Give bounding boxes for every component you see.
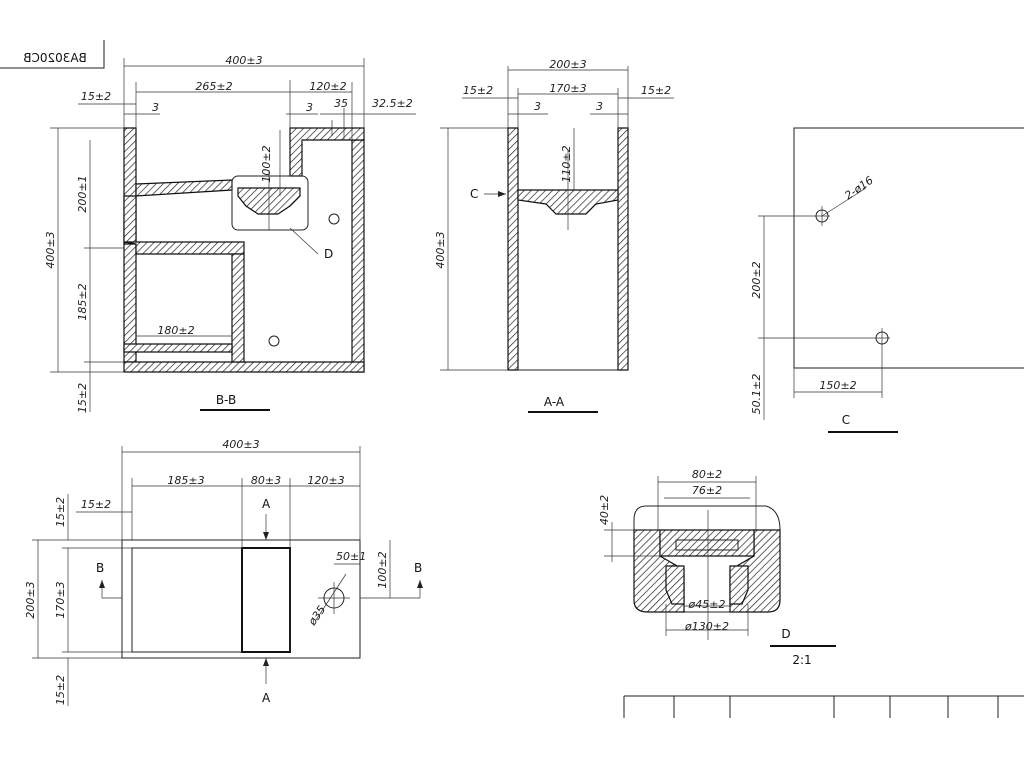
plan-dim-drain-y: 100±2 xyxy=(376,551,389,588)
d-title: D xyxy=(781,627,790,641)
bb-shelf-join xyxy=(123,195,137,245)
plan-marker-b-right: B xyxy=(414,561,422,575)
d-dim-height: 40±2 xyxy=(598,495,611,525)
bb-dim-right: 120±2 xyxy=(309,80,346,93)
d-tube-left xyxy=(665,565,685,605)
section-bb: D 400±3 265±2 120±2 15±2 3 3 35 32.5±2 1… xyxy=(44,54,416,413)
bb-detail-d-frame xyxy=(231,175,309,231)
c-title: C xyxy=(842,413,850,427)
aa-dim-height: 400±3 xyxy=(434,231,447,268)
section-aa: 200±3 170±3 15±2 15±2 3 3 110±2 400±3 C … xyxy=(434,58,674,413)
plan-view: ø35 50±1 100±2 400±3 185±3 80±3 120±3 15… xyxy=(24,438,423,706)
d-insert xyxy=(675,539,739,551)
aa-dim-width: 200±3 xyxy=(549,58,586,71)
bb-hole-lower xyxy=(268,335,280,347)
aa-dim-left: 15±2 xyxy=(463,84,493,97)
plan-dim-left-margin: 15±2 xyxy=(81,498,111,511)
d-basin-plate xyxy=(659,529,755,557)
aa-right-wall xyxy=(617,127,629,371)
stamp-text: BA3020CB xyxy=(23,51,87,65)
d-dim-inner: 76±2 xyxy=(692,484,722,497)
plan-dim-left: 185±3 xyxy=(167,474,204,487)
plan-dim-depth: 200±3 xyxy=(24,581,37,618)
detail-d: 80±2 76±2 40±2 ø45±2 ø130±2 D 2:1 xyxy=(598,468,836,667)
bb-dim-35: 35 xyxy=(334,97,348,110)
bb-left-wall xyxy=(123,127,137,363)
bb-dim-left: 265±2 xyxy=(195,80,232,93)
bb-dim-wall-right: 3 xyxy=(306,101,313,114)
plan-dim-drain-x: 50±1 xyxy=(336,550,366,563)
bb-dim-height: 400±3 xyxy=(44,231,57,268)
plan-dim-mid: 80±3 xyxy=(251,474,281,487)
bb-dim-width: 400±3 xyxy=(225,54,262,67)
view-c: 2-ø16 200±2 50.1±2 150±2 C xyxy=(750,127,1024,433)
stamp: BA3020CB xyxy=(0,40,105,69)
plan-dim-right: 120±3 xyxy=(307,474,344,487)
plan-marker-a-bottom: A xyxy=(262,691,271,705)
bb-dim-upper: 200±1 xyxy=(76,175,89,212)
aa-title: A-A xyxy=(544,395,565,409)
plan-dim-top-margin: 15±2 xyxy=(54,497,67,527)
plan-dim-width: 400±3 xyxy=(222,438,259,451)
bb-dim-shelf: 180±2 xyxy=(157,324,194,337)
aa-dim-wall-right: 3 xyxy=(596,100,603,113)
plan-outline xyxy=(121,539,361,659)
d-tube-right xyxy=(729,565,749,605)
d-dim-flange: ø130±2 xyxy=(684,620,729,633)
plan-marker-b-left: B xyxy=(96,561,104,575)
bb-callout-d: D xyxy=(324,247,333,261)
d-dim-outer: 80±2 xyxy=(692,468,722,481)
c-dim-holes: 2-ø16 xyxy=(842,174,875,203)
bb-lower-top xyxy=(123,241,245,255)
aa-dim-basin: 110±2 xyxy=(560,145,573,182)
d-dim-bore: ø45±2 xyxy=(688,598,726,611)
bb-dim-wall-left: 3 xyxy=(152,101,159,114)
bb-dim-basin: 100±2 xyxy=(260,145,273,182)
bb-hole-upper xyxy=(328,213,340,225)
bb-right-wall xyxy=(351,139,365,373)
d-scale: 2:1 xyxy=(792,653,811,667)
c-dim-bottom: 50.1±2 xyxy=(750,374,763,415)
bb-shelf-bottom xyxy=(123,343,233,353)
aa-left-wall xyxy=(507,127,519,371)
c-dim-spacing: 200±2 xyxy=(750,261,763,298)
bb-dim-bottom: 15±2 xyxy=(76,383,89,413)
aa-marker-c: C xyxy=(470,187,478,201)
bb-lower-right xyxy=(231,253,245,363)
bb-dim-lower: 185±2 xyxy=(76,283,89,320)
bb-upper-shelf xyxy=(135,179,233,197)
bb-dim-32-5: 32.5±2 xyxy=(372,97,413,110)
aa-dim-wall-left: 3 xyxy=(534,100,541,113)
bb-bottom-wall xyxy=(123,361,365,373)
aa-dim-inner: 170±3 xyxy=(549,82,586,95)
bb-dim-left-margin: 15±2 xyxy=(81,90,111,103)
plan-marker-a-top: A xyxy=(262,497,271,511)
title-block xyxy=(623,695,1024,718)
plan-dim-bottom: 15±2 xyxy=(54,675,67,705)
aa-dim-right: 15±2 xyxy=(641,84,671,97)
plan-mid-bay xyxy=(241,547,291,653)
c-dim-hole-x: 150±2 xyxy=(819,379,856,392)
bb-title: B-B xyxy=(216,393,236,407)
plan-left-bay xyxy=(131,547,243,653)
plan-dim-inner: 170±3 xyxy=(54,581,67,618)
plan-dim-drain: ø35 xyxy=(305,603,328,628)
